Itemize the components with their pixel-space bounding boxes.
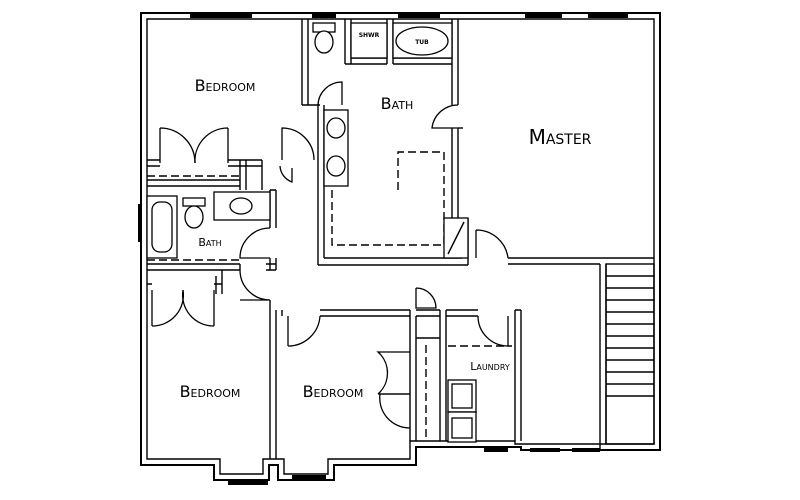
label-master: Master [529,125,592,149]
shower-box [350,22,388,59]
dashed-lines [147,151,512,441]
label-bedroom-bottom-mid: Bedroom [303,382,364,401]
label-bedroom-top-left: Bedroom [195,76,256,95]
label-bath-main: Bath [381,94,414,113]
label-bedroom-bottom-left: Bedroom [180,382,241,401]
tub-icon [392,22,453,59]
stairs [605,263,655,445]
toilet-icon [312,22,336,54]
room-labels: Bedroom Bath Master Bath Bedroom Bedroom… [180,32,592,401]
label-tub: TUB [415,39,429,46]
label-laundry: Laundry [470,360,510,373]
windows [138,14,628,485]
small-sink-icon [213,191,271,221]
linen-closet [443,217,469,259]
sink-icon [323,109,349,187]
doors [151,81,509,429]
small-tub-icon [146,195,178,259]
exterior-walls [140,12,661,481]
fixtures [146,22,477,443]
label-bath-small: Bath [198,236,221,249]
small-toilet-icon [182,197,206,229]
washer-dryer-icon [447,379,477,443]
label-shower: SHWR [359,32,380,39]
